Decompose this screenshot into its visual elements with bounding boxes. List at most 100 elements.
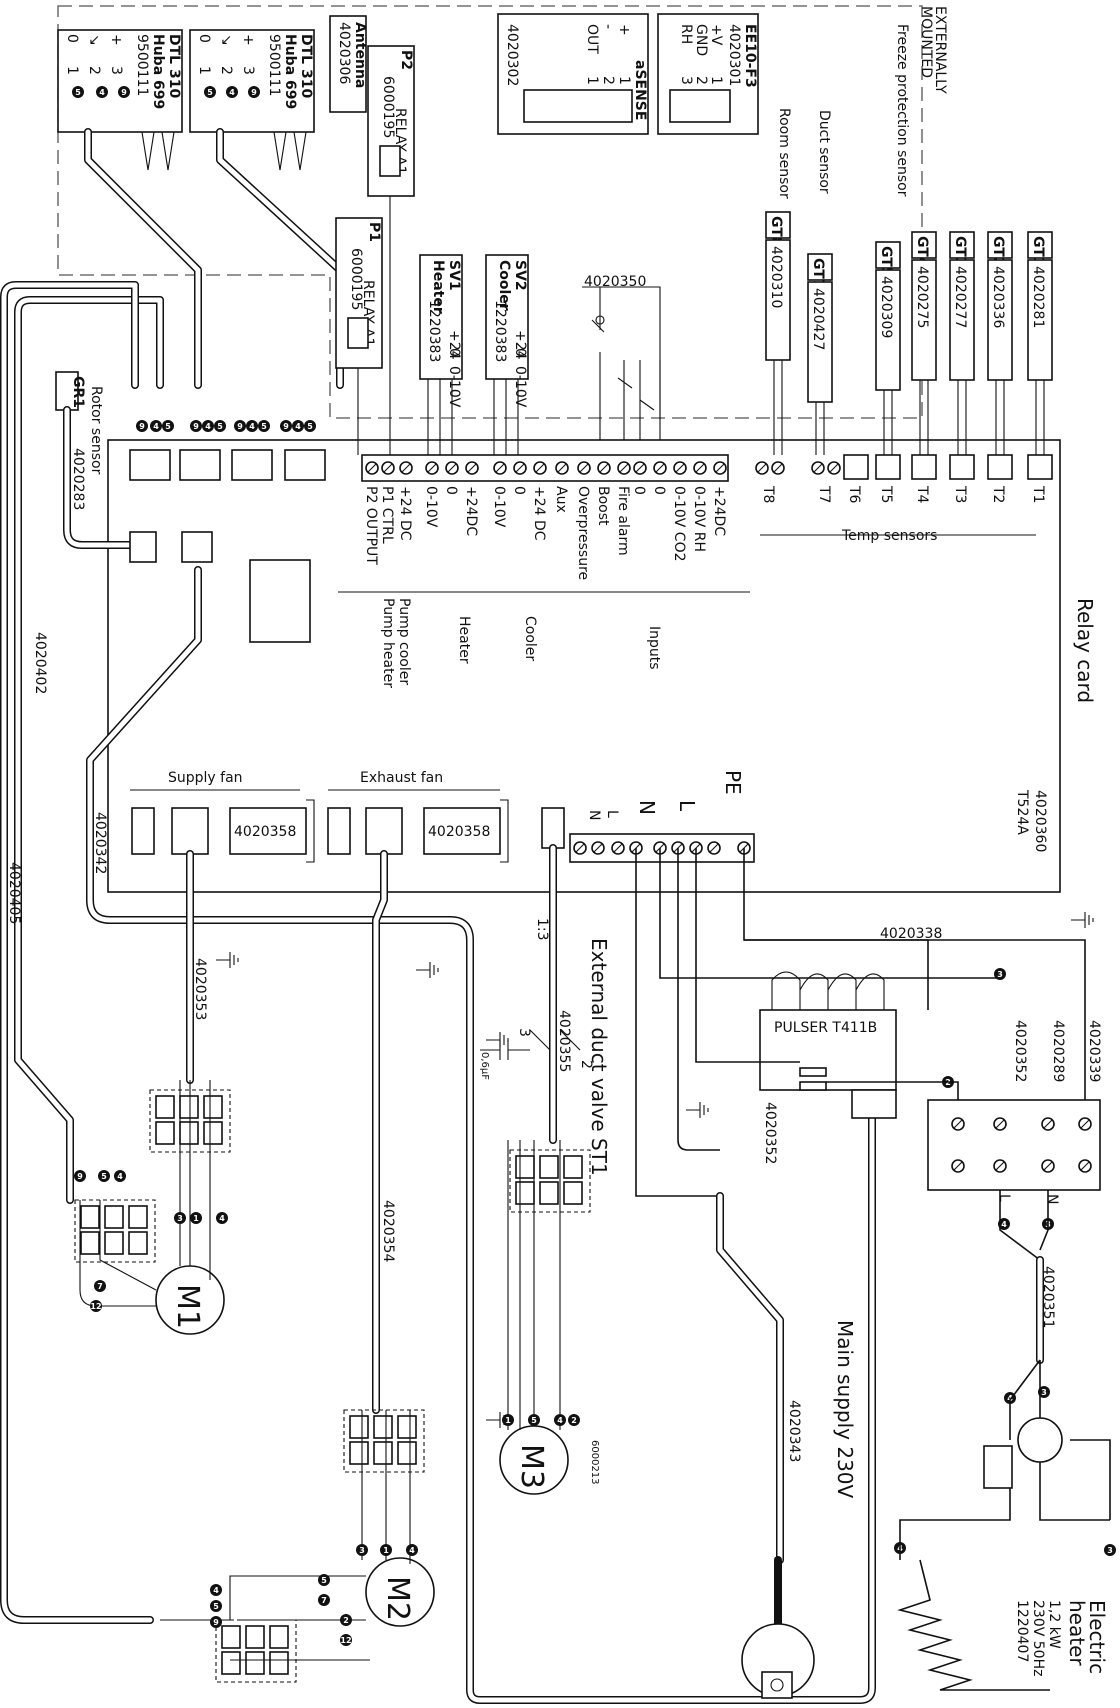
electric-heater-label: Electric heater 1,2 kW 230V 50Hz 1220407 (1014, 1600, 1109, 1676)
svg-text:4: 4 (409, 1546, 415, 1555)
svg-text:4: 4 (213, 1586, 219, 1595)
wire-dot: 9 (74, 1170, 86, 1182)
sensor-body (987, 259, 1013, 381)
freeze-protection-label: Freeze protection sensor (894, 24, 910, 197)
earth-icon (486, 1412, 509, 1428)
card-part: 4020360 (1032, 790, 1048, 852)
svg-text:9: 9 (283, 422, 289, 431)
huba-connector (284, 449, 326, 481)
screw-slot (953, 1119, 963, 1129)
terminal-cell (221, 1625, 241, 1649)
wire-dot: 9 (234, 420, 246, 432)
io-label: Aux (553, 486, 569, 513)
sensor-tag-box (987, 231, 1013, 259)
p2-name: P2 (398, 50, 414, 70)
wire-dot: 3 (1104, 1544, 1116, 1556)
svg-text:heater: heater (1065, 1600, 1089, 1666)
huba-pin-num: 3 (240, 66, 256, 75)
huba-pin-num: 2 (86, 66, 102, 75)
svg-text:GND: GND (693, 24, 709, 56)
svg-text:Relay card: Relay card (1073, 598, 1097, 703)
wire-dot: 5 (98, 1170, 110, 1182)
wire-dot: 4 (202, 420, 214, 432)
p2-part: 6000195 (380, 76, 396, 138)
io-label: 0-10V RH (691, 486, 707, 552)
screw-slot (383, 463, 393, 473)
card-model: T524A (1014, 789, 1030, 835)
svg-text:5: 5 (213, 1602, 219, 1611)
earth-symbols (216, 912, 1094, 1428)
terminal-cell (269, 1625, 289, 1649)
sv2-name: SV2 (512, 260, 528, 291)
huba-pin-num: 3 (108, 66, 124, 75)
svg-text:1: 1 (383, 1546, 389, 1555)
motor-m1: M1 (155, 1265, 225, 1335)
svg-text:1: 1 (193, 1214, 199, 1223)
svg-text:5: 5 (101, 1172, 107, 1181)
cooler-group-label: Cooler (522, 616, 538, 661)
svg-text:1: 1 (505, 1416, 511, 1425)
wire-dot: 2 (340, 1614, 352, 1626)
sv1-name: SV1 (446, 260, 462, 291)
terminal-cell (269, 1651, 289, 1675)
screw-slot (715, 463, 725, 473)
sv1-pin: 0 (446, 348, 462, 357)
screw-slot (1080, 1119, 1090, 1129)
huba-pin-num: 2 (218, 66, 234, 75)
wire-dot: 9 (190, 420, 202, 432)
svg-text:4: 4 (249, 422, 255, 431)
svg-text:3: 3 (359, 1546, 365, 1555)
sv2-wires (493, 379, 519, 455)
sensor-wire (883, 390, 893, 455)
screw-slot (1043, 1161, 1053, 1171)
svg-text:2: 2 (343, 1616, 349, 1625)
svg-text:5: 5 (207, 88, 213, 97)
terminal-cell (128, 1205, 148, 1229)
svg-text:OUT: OUT (584, 24, 600, 54)
power-pe-label: PE (721, 770, 745, 795)
huba-box (57, 29, 183, 133)
screw-slot (709, 843, 719, 853)
heater-terminal-screws (951, 1117, 1092, 1173)
wire-dot: 9 (136, 420, 148, 432)
terminal-box (1027, 454, 1053, 480)
heater-cable: 4020351 (897, 1190, 1111, 1691)
svg-text:7: 7 (97, 1282, 103, 1291)
huba-cable (84, 128, 202, 389)
external-duct-valve-label: External duct valve ST1 (587, 938, 611, 1176)
svg-text:4020306: 4020306 (336, 22, 352, 84)
io-label: 0 (511, 486, 527, 495)
antenna: Antenna 4020306 (329, 15, 368, 113)
wire-dot: 7 (318, 1594, 330, 1606)
huba-model: Huba 699 (282, 34, 298, 109)
terminal-box (911, 454, 937, 480)
wire-dot: 1 (380, 1544, 392, 1556)
sensor-part: 4020281 (1030, 266, 1046, 328)
p2-relay-label: RELAY (392, 108, 408, 152)
sensor-wire (995, 380, 1005, 455)
sensor-body (875, 269, 901, 391)
svg-text:4020302: 4020302 (504, 24, 520, 86)
screw-slot (995, 1161, 1005, 1171)
terminal-label: T3 (952, 485, 968, 503)
io-groups: Pump cooler Pump heater Heater Cooler In… (338, 591, 750, 688)
svg-text:Antenna: Antenna (352, 22, 368, 88)
terminal-cell (515, 1155, 535, 1179)
io-label: Boost (595, 486, 611, 526)
terminal-label: T4 (914, 485, 930, 504)
power-n2-label: N (586, 810, 602, 820)
cable-4020354: 4020354 (380, 1200, 396, 1262)
terminal-cell (563, 1155, 583, 1179)
sv2-pin: +24 (512, 330, 528, 360)
sensor-wire (1035, 380, 1045, 455)
terminal-cell (515, 1181, 535, 1205)
supply-conn-label: 4020358 (234, 824, 296, 840)
sensor-part: 4020275 (914, 266, 930, 328)
screw-slot (829, 463, 839, 473)
inputs-group-label: Inputs (646, 626, 662, 670)
mounted-label: MOUNTED (918, 6, 934, 78)
huba-pin-num: 1 (196, 66, 212, 75)
earth-icon (1071, 912, 1094, 928)
